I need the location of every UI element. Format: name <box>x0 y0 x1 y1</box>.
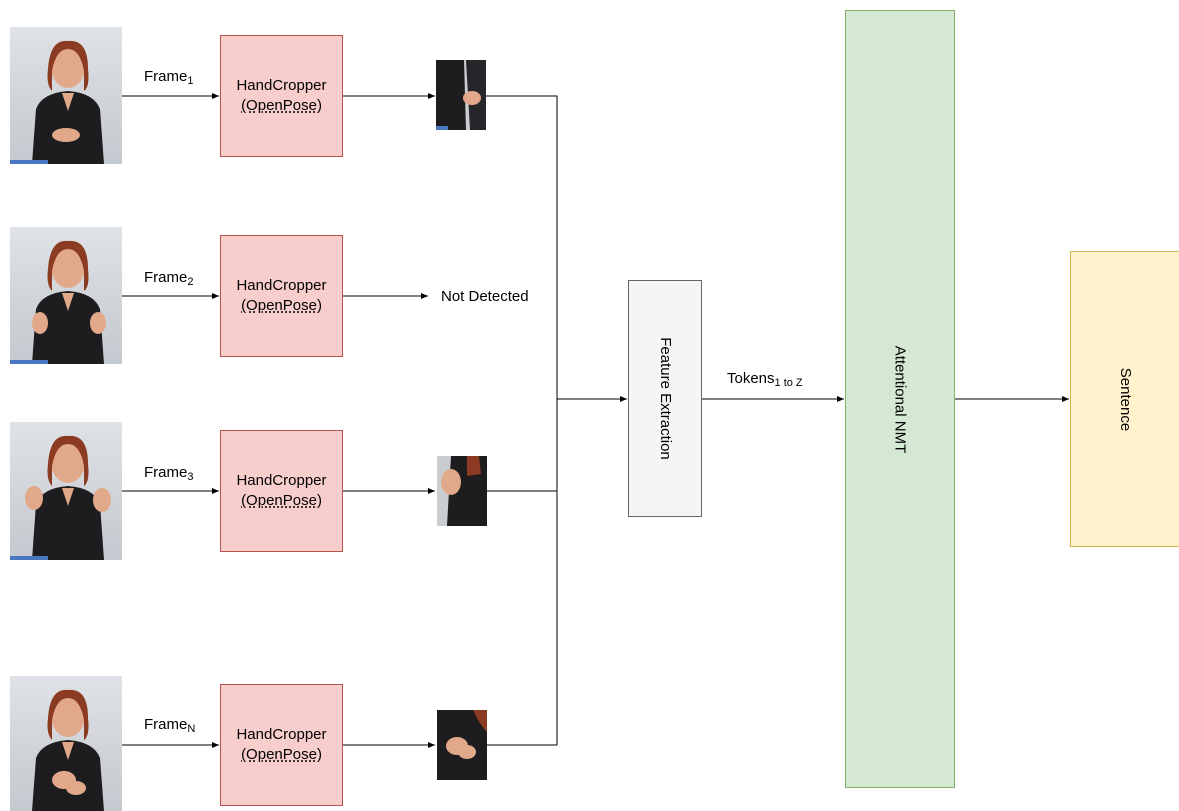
handcropper-box-2: HandCropper (OpenPose) <box>220 235 343 357</box>
sentence-box: Sentence <box>1070 251 1179 547</box>
signer-image <box>32 689 104 811</box>
handcropper-title: HandCropper <box>236 725 327 743</box>
handcropper-title: HandCropper <box>236 276 327 294</box>
feature-extraction-label: Feature Extraction <box>656 337 674 460</box>
handcropper-title: HandCropper <box>236 76 327 94</box>
signer-image <box>10 40 104 164</box>
hand-crop-n <box>437 710 487 780</box>
frame-n-image <box>10 676 122 811</box>
signer-image <box>10 240 106 364</box>
hand-crop-image <box>437 710 487 780</box>
frame-3-image <box>10 422 122 560</box>
not-detected-label: Not Detected <box>441 288 529 305</box>
edge-cropN-bus <box>487 399 558 746</box>
signer-image <box>10 435 111 560</box>
frame-2-image <box>10 227 122 364</box>
handcropper-subtitle: (OpenPose) <box>241 297 322 314</box>
tokens-label: Tokens1 to Z <box>727 370 803 389</box>
sentence-label: Sentence <box>1117 367 1135 431</box>
handcropper-title: HandCropper <box>236 471 327 489</box>
feature-extraction-box: Feature Extraction <box>628 280 702 517</box>
attentional-nmt-label: Attentional NMT <box>891 345 909 453</box>
edge-crop3-bus <box>487 399 558 492</box>
frame-n-label: FrameN <box>144 716 196 735</box>
attentional-nmt-box: Attentional NMT <box>845 10 955 788</box>
handcropper-subtitle: (OpenPose) <box>241 97 322 114</box>
frame-3-label: Frame3 <box>144 464 194 483</box>
hand-crop-1 <box>436 60 486 130</box>
hand-crop-image <box>437 456 487 526</box>
edge-crop1-bus <box>486 95 558 399</box>
handcropper-box-n: HandCropper (OpenPose) <box>220 684 343 806</box>
handcropper-subtitle: (OpenPose) <box>241 746 322 763</box>
handcropper-box-3: HandCropper (OpenPose) <box>220 430 343 552</box>
frame-1-label: Frame1 <box>144 68 194 87</box>
frame-2-label: Frame2 <box>144 269 194 288</box>
hand-crop-image <box>436 60 486 130</box>
frame-1-image <box>10 27 122 164</box>
hand-crop-3 <box>437 456 487 526</box>
handcropper-subtitle: (OpenPose) <box>241 492 322 509</box>
handcropper-box-1: HandCropper (OpenPose) <box>220 35 343 157</box>
